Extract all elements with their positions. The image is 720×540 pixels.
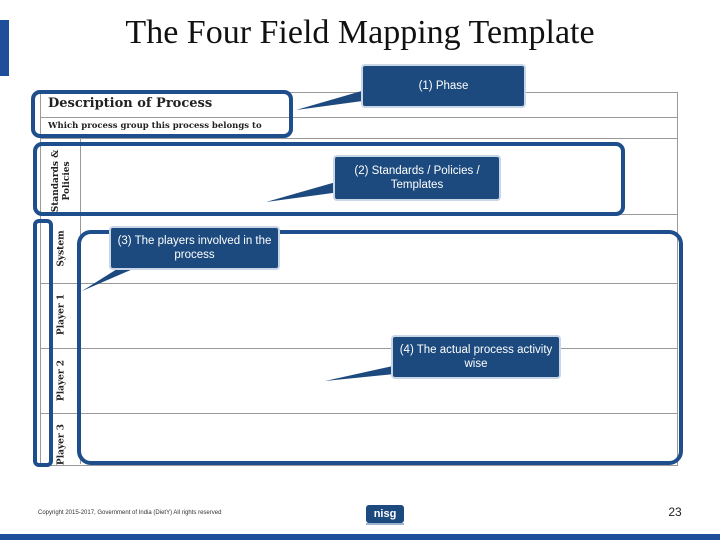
players-highlight (33, 219, 53, 467)
callout-standards: (2) Standards / Policies / Templates (333, 155, 501, 201)
nisg-logo: nisg (366, 505, 404, 523)
callout-activity: (4) The actual process activity wise (391, 335, 561, 379)
phase-highlight (31, 90, 293, 138)
page-number: 23 (668, 505, 682, 519)
template-divider (40, 117, 677, 118)
template-divider (40, 348, 677, 349)
callout-phase: (1) Phase (361, 64, 526, 108)
footer-bar (0, 534, 720, 540)
template-divider (40, 413, 677, 414)
description-title: Description of Process (48, 96, 213, 111)
callout-pointer-players (82, 264, 140, 291)
title-accent-bar (0, 20, 9, 76)
process-activity-highlight (77, 230, 683, 465)
callout-players: (3) The players involved in the process (109, 226, 280, 270)
four-field-template (40, 92, 678, 466)
standards-highlight (33, 142, 625, 216)
template-divider (40, 283, 677, 284)
description-subtitle: Which process group this process belongs… (48, 121, 262, 131)
slide-title: The Four Field Mapping Template (125, 14, 595, 51)
copyright-text: Copyright 2015-2017, Government of India… (38, 510, 222, 516)
logo-underline (366, 523, 404, 525)
template-divider (40, 138, 677, 139)
callout-pointer-standards (266, 180, 355, 202)
